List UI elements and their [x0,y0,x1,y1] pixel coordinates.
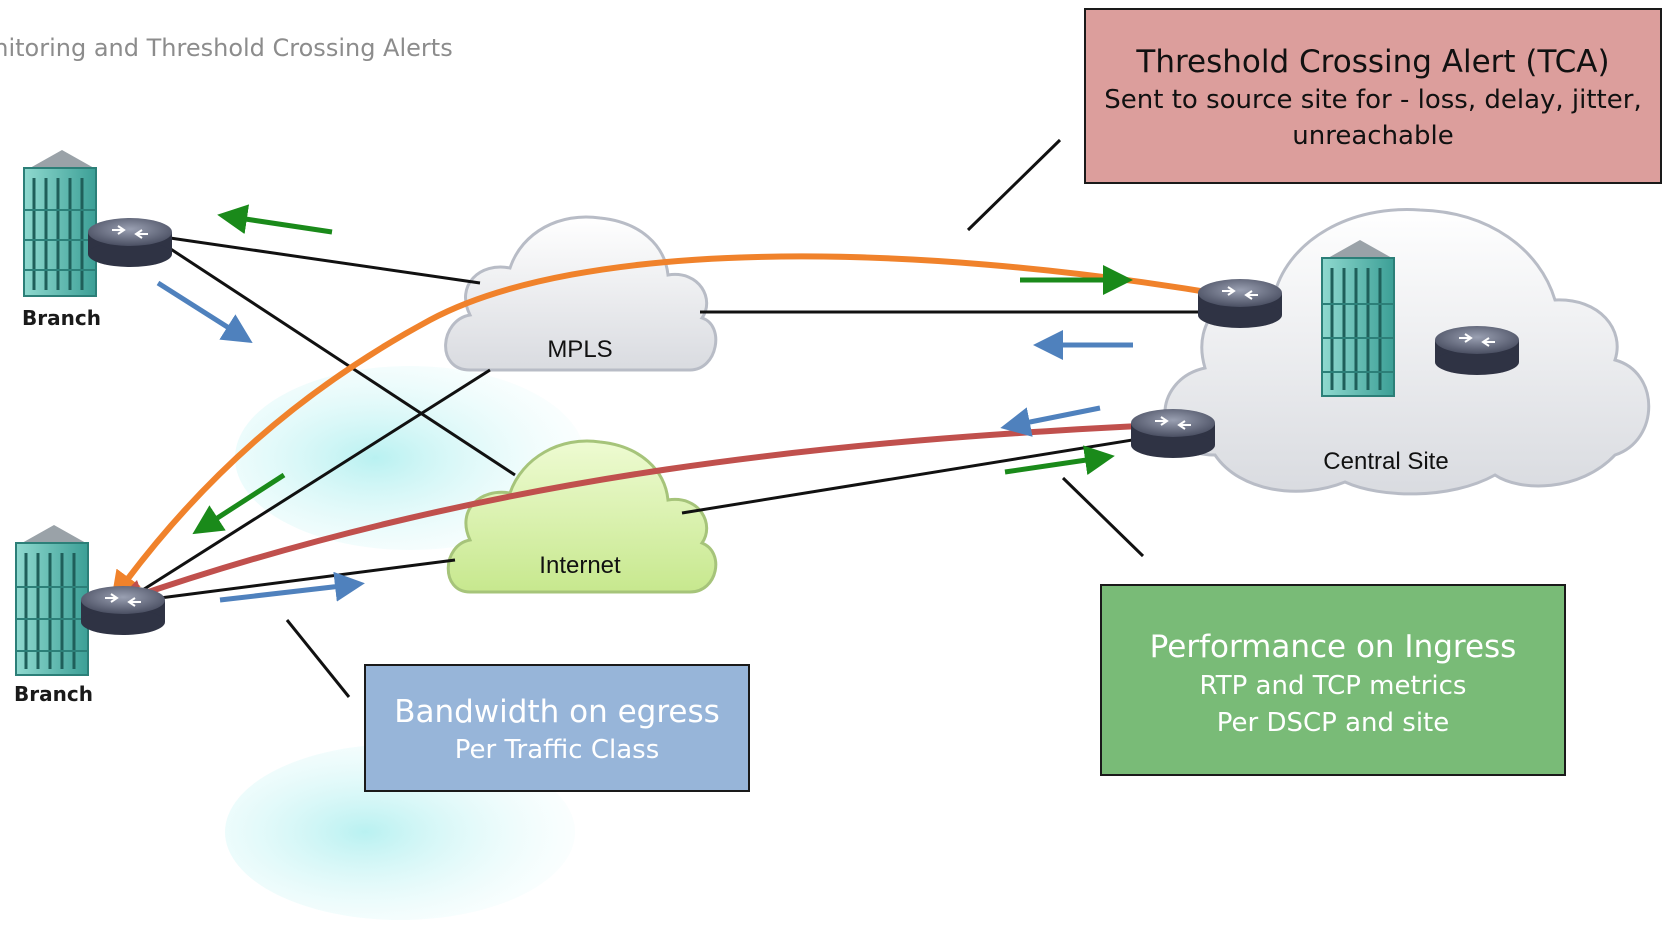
branch-bottom-label: Branch [14,682,93,706]
performance-heading: Performance on Ingress [1149,629,1517,665]
central-site-building-icon [1321,240,1395,397]
blue-arrow-from-central-internet [1000,405,1101,437]
central-site-label: Central Site [1323,448,1449,475]
page-title: Active Monitoring and Threshold Crossing… [0,34,453,62]
bandwidth-callout: Bandwidth on egress Per Traffic Class [364,664,750,792]
link-internet-to-central [681,436,1146,515]
mpls-label: MPLS [547,336,613,363]
blue-arrow-from-branch-bottom [219,571,365,603]
link-branch-bottom-to-mpls [129,368,491,600]
router-central-internet-icon [1131,409,1215,458]
bandwidth-heading: Bandwidth on egress [394,694,720,730]
link-branch-top-to-mpls [169,236,481,285]
link-branch-bottom-to-internet [159,558,456,600]
branch-bottom-building-icon [15,525,89,676]
green-arrow-to-branch-bottom [192,472,286,535]
link-branch-top-to-internet [159,240,516,477]
branch-top-label: Branch [22,306,101,330]
direction-arrows [156,204,1133,603]
tca-path-orange [110,253,1226,602]
router-branch-top-icon [88,218,172,267]
tca-callout: Threshold Crossing Alert (TCA) Sent to s… [1084,8,1662,184]
branch-top-building-icon [23,150,97,297]
performance-line-2: Per DSCP and site [1216,708,1450,738]
network-links [129,138,1200,698]
blue-arrow-from-branch-top [156,280,253,344]
callout-pointer-performance [1061,476,1145,558]
bandwidth-detail: Per Traffic Class [454,735,660,765]
router-central-core-icon [1435,326,1519,375]
performance-line-1: RTP and TCP metrics [1199,671,1467,701]
green-arrow-to-branch-top [217,204,333,235]
router-branch-bottom-icon [81,586,165,635]
tca-detail: Sent to source site for - loss, delay, j… [1104,85,1642,151]
performance-callout: Performance on Ingress RTP and TCP metri… [1100,584,1566,776]
callout-pointer-bandwidth [285,619,351,698]
internet-cloud [446,439,718,594]
router-central-mpls-icon [1198,279,1282,328]
internet-label: Internet [539,552,621,579]
green-arrow-to-central-internet [1004,445,1115,476]
mpls-cloud [444,215,718,372]
callout-pointer-tca [966,138,1062,232]
tca-heading: Threshold Crossing Alert (TCA) [1136,44,1610,80]
